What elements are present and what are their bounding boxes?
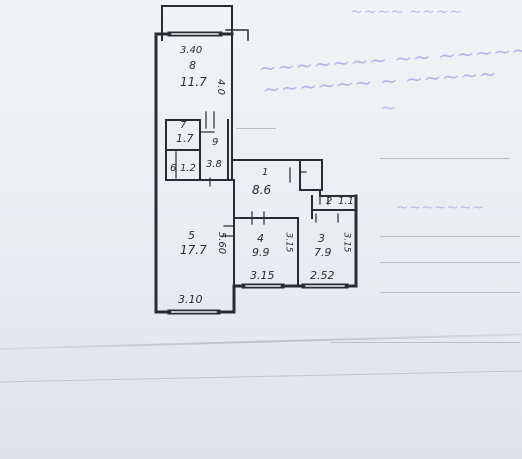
room-1-area: 8.6	[252, 183, 272, 197]
room-6-number: 6	[170, 163, 177, 174]
inner-wall	[165, 119, 233, 181]
inner-wall	[231, 29, 357, 197]
room-2-number: 2	[326, 196, 333, 207]
printed-line	[236, 128, 276, 129]
printed-line	[380, 262, 520, 263]
room-5-dim-side: 5.60	[216, 231, 228, 255]
room-8-dim-side: 4.0	[214, 79, 226, 95]
room-3-area: 7.9	[314, 246, 332, 259]
handwritten-scribble: ~	[380, 95, 397, 119]
printed-line	[380, 236, 520, 237]
room-3-number: 3	[318, 232, 325, 245]
room-7-area: 1.7	[176, 132, 194, 145]
room-3-dim-bottom: 2.52	[310, 269, 335, 282]
room-8-dim-top: 3.40	[180, 45, 203, 56]
room-6-area: 1.2	[180, 163, 196, 174]
room-4-dim-bottom: 3.15	[250, 269, 275, 282]
room-9-number: 9	[212, 137, 219, 148]
room-1-number: 1	[262, 167, 269, 178]
room-8-area: 11.7	[180, 75, 207, 89]
room-7-number: 7	[180, 120, 187, 131]
room-5-number: 5	[188, 229, 195, 242]
inner-wall	[233, 195, 357, 287]
printed-line	[380, 158, 510, 159]
room-2-area: 1.1	[338, 196, 354, 207]
room-4-number: 4	[257, 232, 264, 245]
window-mark	[167, 31, 349, 315]
printed-line	[380, 292, 520, 293]
room-9-area: 3.8	[206, 159, 222, 170]
door-mark	[175, 111, 339, 237]
printed-line	[330, 342, 520, 343]
room-8-number: 8	[189, 59, 196, 72]
room-5-dim-bottom: 3.10	[178, 293, 203, 306]
room-3-dim-side: 3.15	[341, 232, 352, 253]
room-4-dim-side: 3.15	[283, 232, 294, 253]
room-5-area: 17.7	[180, 243, 207, 257]
handwritten-scribble: ~~~~ ~~~~	[350, 2, 463, 21]
room-4-area: 9.9	[252, 246, 270, 259]
handwritten-scribble: ~~~~~~~	[396, 198, 484, 216]
